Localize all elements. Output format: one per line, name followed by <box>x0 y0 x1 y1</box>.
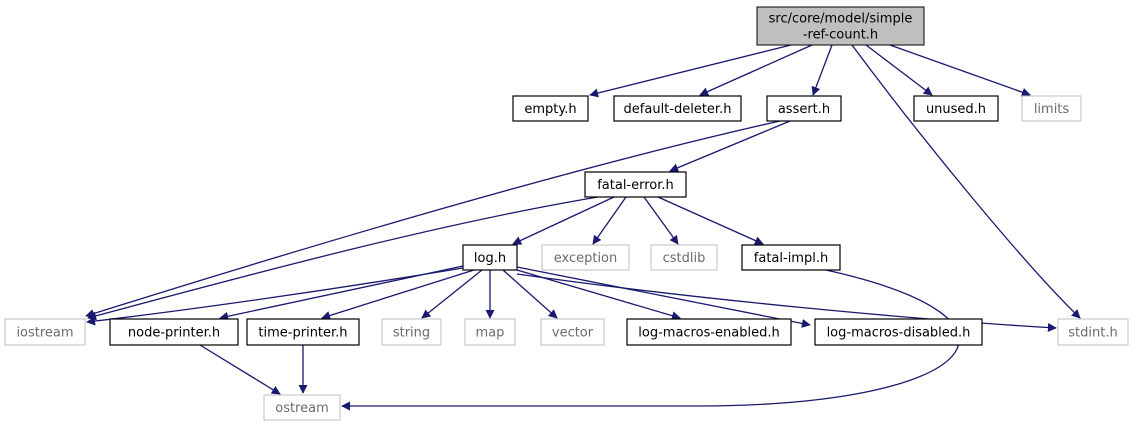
node-label: vector <box>552 326 594 341</box>
node-label: ostream <box>275 401 329 416</box>
node-box <box>263 394 341 421</box>
edge-fatal-error-to-log <box>512 196 615 245</box>
node-stdint[interactable]: stdint.h <box>1057 318 1129 346</box>
node-limits[interactable]: limits <box>1021 95 1082 122</box>
edge-log-to-time-printer <box>321 269 475 320</box>
edge-assert-to-fatal-error <box>669 120 791 173</box>
edges-layer <box>85 44 1081 411</box>
node-label: fatal-impl.h <box>754 251 828 266</box>
node-label: string <box>393 326 430 341</box>
edge-fatal-error-to-iostream <box>87 196 599 321</box>
node-box <box>512 95 589 122</box>
node-string[interactable]: string <box>381 318 442 346</box>
edge-simple-ref-count-to-limits <box>889 44 1031 97</box>
node-box <box>650 244 718 271</box>
node-label: log-macros-disabled.h <box>827 326 971 341</box>
node-box <box>741 244 841 271</box>
node-label: iostream <box>16 326 73 341</box>
node-box <box>540 318 605 346</box>
node-iostream[interactable]: iostream <box>4 318 86 346</box>
edge-simple-ref-count-to-assert <box>811 44 833 96</box>
node-box <box>4 318 86 346</box>
node-label: map <box>476 326 505 341</box>
node-assert[interactable]: assert.h <box>766 95 842 122</box>
node-label: time-printer.h <box>258 326 347 341</box>
edge-node-printer-to-ostream <box>199 344 281 395</box>
edge-log-to-iostream <box>86 267 464 326</box>
node-box <box>814 318 983 346</box>
node-node-printer[interactable]: node-printer.h <box>109 318 239 346</box>
node-box <box>462 244 518 271</box>
node-box <box>766 95 842 122</box>
node-empty[interactable]: empty.h <box>512 95 589 122</box>
node-time-printer[interactable]: time-printer.h <box>246 318 360 346</box>
node-label: cstdlib <box>663 251 706 266</box>
edge-simple-ref-count-to-unused <box>865 44 933 96</box>
node-label: default-deleter.h <box>624 102 732 117</box>
node-box <box>913 95 999 122</box>
edge-log-to-vector <box>502 269 558 319</box>
node-label: log.h <box>474 251 506 266</box>
node-label: node-printer.h <box>128 326 220 341</box>
node-ostream[interactable]: ostream <box>263 394 341 421</box>
edge-assert-to-iostream <box>85 120 781 318</box>
node-box <box>381 318 442 346</box>
edge-fatal-error-to-fatal-impl <box>657 196 764 245</box>
node-label: log-macros-enabled.h <box>638 326 779 341</box>
node-label: stdint.h <box>1068 326 1117 341</box>
node-box <box>541 244 630 271</box>
node-simple-ref-count[interactable]: src/core/model/simple-ref-count.h <box>756 6 925 46</box>
edge-fatal-impl-to-ostream <box>341 269 960 411</box>
node-map[interactable]: map <box>464 318 516 346</box>
node-label: fatal-error.h <box>597 178 674 193</box>
node-box <box>584 171 687 198</box>
node-log[interactable]: log.h <box>462 244 518 271</box>
edge-fatal-error-to-exception <box>592 196 627 245</box>
node-label: limits <box>1034 102 1070 117</box>
node-label: unused.h <box>926 102 986 117</box>
node-label: src/core/model/simple <box>769 12 913 27</box>
edge-simple-ref-count-to-empty <box>589 44 792 98</box>
node-box <box>246 318 360 346</box>
edge-log-to-log-macros-disabled <box>516 266 811 328</box>
nodes-layer: src/core/model/simple-ref-count.h empty.h… <box>4 6 1129 421</box>
node-label: empty.h <box>524 102 576 117</box>
edge-log-to-node-printer <box>219 265 464 321</box>
node-unused[interactable]: unused.h <box>913 95 999 122</box>
node-log-macros-disabled[interactable]: log-macros-disabled.h <box>814 318 983 346</box>
node-box <box>756 6 925 46</box>
node-cstdlib[interactable]: cstdlib <box>650 244 718 271</box>
node-box <box>1057 318 1129 346</box>
node-box <box>626 318 792 346</box>
node-box <box>613 95 742 122</box>
node-box <box>464 318 516 346</box>
node-exception[interactable]: exception <box>541 244 630 271</box>
node-label: -ref-count.h <box>803 28 878 43</box>
node-default-deleter[interactable]: default-deleter.h <box>613 95 742 122</box>
edge-fatal-error-to-cstdlib <box>643 196 679 245</box>
node-label: assert.h <box>778 102 830 117</box>
node-label: exception <box>554 251 618 266</box>
edge-log-to-stdint <box>516 273 1057 333</box>
node-log-macros-enabled[interactable]: log-macros-enabled.h <box>626 318 792 346</box>
node-fatal-error[interactable]: fatal-error.h <box>584 171 687 198</box>
node-box <box>109 318 239 346</box>
edge-log-to-string <box>421 269 483 319</box>
edge-simple-ref-count-to-stdint <box>851 44 1081 319</box>
node-fatal-impl[interactable]: fatal-impl.h <box>741 244 841 271</box>
edge-simple-ref-count-to-default-deleter <box>699 44 813 96</box>
node-box <box>1021 95 1082 122</box>
node-vector[interactable]: vector <box>540 318 605 346</box>
